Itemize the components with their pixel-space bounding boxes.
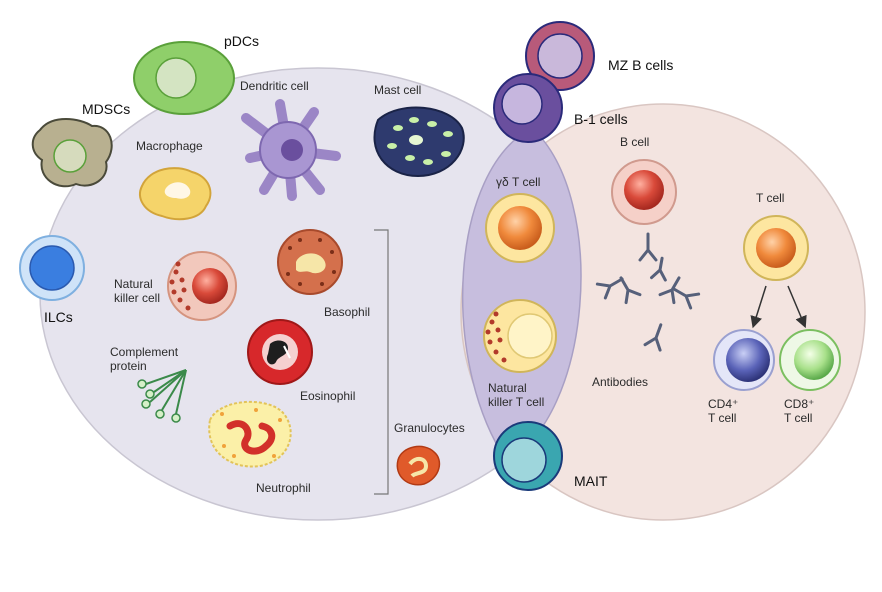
macrophage	[139, 167, 212, 221]
mdsc-cell	[31, 118, 113, 188]
eosinophil	[247, 319, 313, 385]
nkt-cell-label: Natural killer T cell	[488, 381, 544, 409]
b1-cells-label: B-1 cells	[574, 111, 628, 127]
cd4-t-cell-label: CD4⁺ T cell	[708, 397, 742, 425]
arrow-to-cd8	[787, 285, 807, 329]
complement-protein	[137, 369, 187, 423]
b1-cell	[493, 73, 563, 143]
neutrophil-label: Neutrophil	[256, 481, 311, 495]
cd4-t-cell	[713, 329, 775, 391]
b-cell-label: B cell	[620, 135, 649, 149]
granulocyte-cell	[396, 445, 441, 486]
antibody	[672, 287, 701, 310]
eosinophil-label: Eosinophil	[300, 389, 355, 403]
mast-cell	[373, 106, 465, 178]
gd-t-cell	[485, 193, 555, 263]
antibody	[643, 323, 663, 352]
macrophage-label: Macrophage	[136, 139, 203, 153]
complement-protein-label: Complement protein	[110, 345, 181, 373]
antibodies-group	[595, 232, 701, 352]
mz-b-cells-label: MZ B cells	[608, 57, 673, 73]
t-cell	[743, 215, 809, 281]
dendritic-cell	[241, 99, 341, 201]
antibody	[638, 232, 658, 262]
natural-killer-cell	[167, 251, 237, 321]
mait-label: MAIT	[574, 473, 608, 489]
nkt-cell	[483, 299, 557, 373]
t-cell-label: T cell	[756, 191, 784, 205]
pdcs-label: pDCs	[224, 33, 259, 49]
cd8-t-cell-label: CD8⁺ T cell	[784, 397, 818, 425]
basophil	[277, 229, 343, 295]
granulocytes-label: Granulocytes	[394, 421, 465, 435]
mait-cell	[493, 421, 563, 491]
arrow-to-cd4	[750, 285, 767, 329]
neutrophil	[208, 401, 292, 468]
cd8-t-cell	[779, 329, 841, 391]
antibody	[650, 256, 667, 282]
basophil-label: Basophil	[324, 305, 370, 319]
antibody	[595, 277, 624, 300]
granulocytes-bracket	[374, 229, 389, 495]
pdc-cell	[133, 41, 235, 115]
ilcs-label: ILCs	[44, 309, 73, 325]
mdscs-label: MDSCs	[82, 101, 130, 117]
mast-cell-label: Mast cell	[374, 83, 421, 97]
gd-t-cell-label: γδ T cell	[496, 175, 540, 189]
dendritic-cell-label: Dendritic cell	[240, 79, 309, 93]
ilc-cell	[19, 235, 85, 301]
mz-b-cell	[525, 21, 595, 91]
b-cell	[611, 159, 677, 225]
natural-killer-cell-label: Natural killer cell	[114, 277, 160, 305]
antibodies-label: Antibodies	[592, 375, 648, 389]
